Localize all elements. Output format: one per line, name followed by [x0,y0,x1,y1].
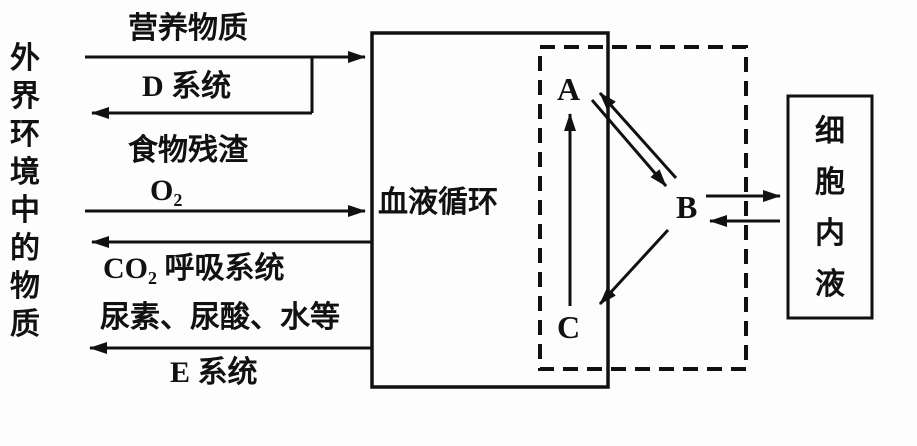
nutrients-label: 营养物质 [128,12,248,45]
blood-circulation-label: 血液循环 [378,186,498,219]
node-c-label: C [557,309,581,345]
external-environment-label: 外界环境中的物质 [10,42,40,341]
food-residue-label: 食物残渣 [128,134,248,167]
internal-environment-dashed-box [538,45,748,371]
blood-circulation-box [370,31,610,389]
urea-label: 尿素、尿酸、水等 [100,301,340,334]
o2-label: O₂ [150,174,183,207]
node-a-label: A [557,71,581,107]
b-to-c-arrow [598,228,670,306]
co2-system-label: CO₂ 呼吸系统 [103,252,285,285]
cell-fluid-box [786,94,874,320]
cell-fluid-label: 细胞内液 [815,115,845,301]
a-to-b-arrow [590,99,668,187]
e-system-label: E 系统 [170,356,258,389]
d-system-label: D 系统 [142,70,232,103]
b-to-a-arrow [598,92,678,179]
node-b-label: B [676,189,698,225]
